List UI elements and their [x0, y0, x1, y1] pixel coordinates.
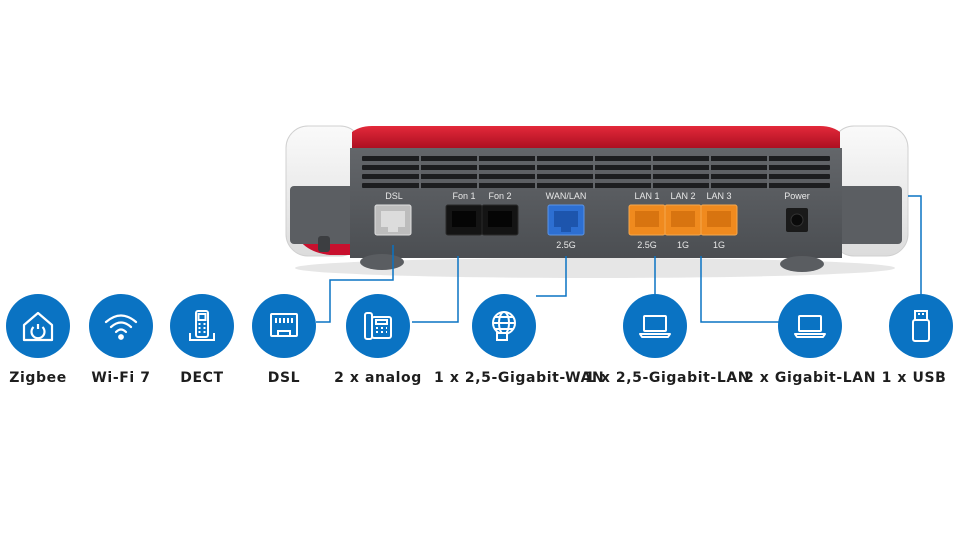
speed-label-lan3: 1G [712, 240, 725, 250]
feature-circle [89, 294, 153, 358]
feature-label: 1 x 2,5-Gigabit-WAN [434, 370, 605, 386]
phone-icon [364, 312, 392, 340]
vent-dividers [419, 155, 769, 189]
feature-wifi: Wi-Fi 7 [51, 294, 191, 386]
router-foot-left [360, 254, 404, 270]
feature-label: DSL [267, 370, 301, 386]
router-red-top [352, 126, 840, 150]
usb-icon [912, 310, 930, 342]
feature-label: 2 x Gigabit-LAN [743, 370, 877, 386]
feature-label: 1 x 2,5-Gigabit-LAN [585, 370, 751, 386]
feature-circle [252, 294, 316, 358]
port-label-fon2: Fon 2 [488, 191, 512, 201]
feature-label: 1 x USB [881, 370, 947, 386]
feature-wan: 1 x 2,5-Gigabit-WAN [434, 294, 605, 386]
laptop-icon [639, 315, 671, 338]
port-label-lan2: LAN 2 [670, 191, 696, 201]
port-label-power: Power [784, 191, 810, 201]
feature-dect: DECT [132, 294, 272, 386]
connector-usb [908, 195, 922, 296]
wifi-icon [104, 314, 138, 340]
feature-label: Zigbee [9, 370, 67, 386]
connector-wan [536, 256, 567, 297]
speed-label-lan2: 1G [676, 240, 689, 250]
connector-analog [412, 256, 459, 323]
feature-analog: 2 x analog [308, 294, 448, 386]
router-right-panel [838, 186, 902, 244]
port-label-wan-lan: WAN/LAN [545, 191, 587, 201]
feature-circle [346, 294, 410, 358]
feature-usb: 1 x USB [851, 294, 960, 386]
connector-lan23 [700, 256, 780, 323]
feature-lan-25: 1 x 2,5-Gigabit-LAN [585, 294, 751, 386]
feature-circle [778, 294, 842, 358]
feature-circle [623, 294, 687, 358]
laptop-icon [794, 315, 826, 338]
port-label-fon1: Fon 1 [452, 191, 476, 201]
cordless-phone-icon [189, 310, 215, 341]
port-label-dsl: DSL [385, 191, 403, 201]
router-foot-right [780, 256, 824, 272]
router-shadow [295, 258, 895, 278]
feature-label: DECT [180, 370, 224, 386]
feature-dsl: DSL [214, 294, 354, 386]
port-label-lan1: LAN 1 [634, 191, 660, 201]
home-icon [22, 311, 54, 342]
speed-label-lan1: 2.5G [637, 240, 657, 250]
feature-circle [472, 294, 536, 358]
feature-circle [889, 294, 953, 358]
feature-label: 2 x analog [334, 370, 422, 386]
feature-circle [6, 294, 70, 358]
feature-label: Wi-Fi 7 [91, 370, 151, 386]
connector-dsl [316, 245, 394, 323]
feature-circle [170, 294, 234, 358]
port-label-lan3: LAN 3 [706, 191, 732, 201]
dsl-port-icon [270, 313, 298, 337]
router-left-panel [290, 186, 356, 244]
feature-lan-gigabit: 2 x Gigabit-LAN [740, 294, 880, 386]
feature-zigbee: Zigbee [0, 294, 108, 386]
speed-label-wan: 2.5G [556, 240, 576, 250]
globe-icon [492, 311, 516, 341]
